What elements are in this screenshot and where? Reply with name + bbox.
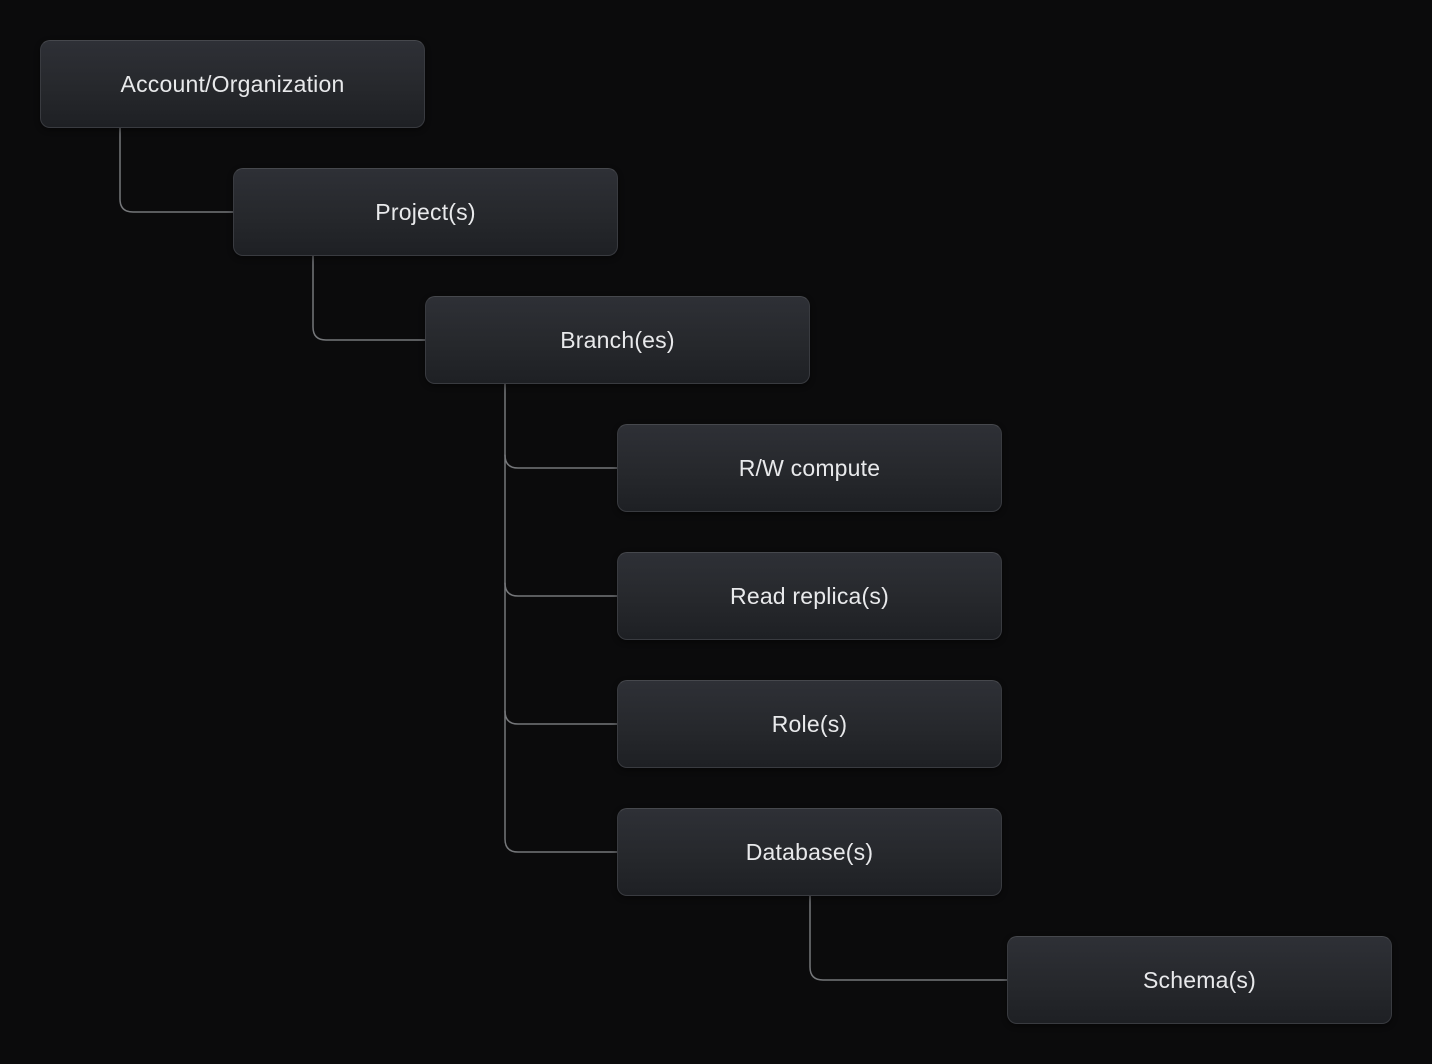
node-projects: Project(s) [233,168,618,256]
node-databases: Database(s) [617,808,1002,896]
connector-project-to-branch [312,255,426,341]
connector-account-to-project [119,127,234,213]
connector-branch-to-rw-compute [504,454,618,469]
connector-database-to-schema [809,895,1008,981]
node-rw-compute: R/W compute [617,424,1002,512]
node-branches: Branch(es) [425,296,810,384]
node-account-organization: Account/Organization [40,40,425,128]
node-schemas: Schema(s) [1007,936,1392,1024]
connector-branch-to-read-replica [504,582,618,597]
connector-branch-trunk-to-database [504,383,618,853]
node-roles: Role(s) [617,680,1002,768]
connector-branch-to-role [504,710,618,725]
node-read-replicas: Read replica(s) [617,552,1002,640]
